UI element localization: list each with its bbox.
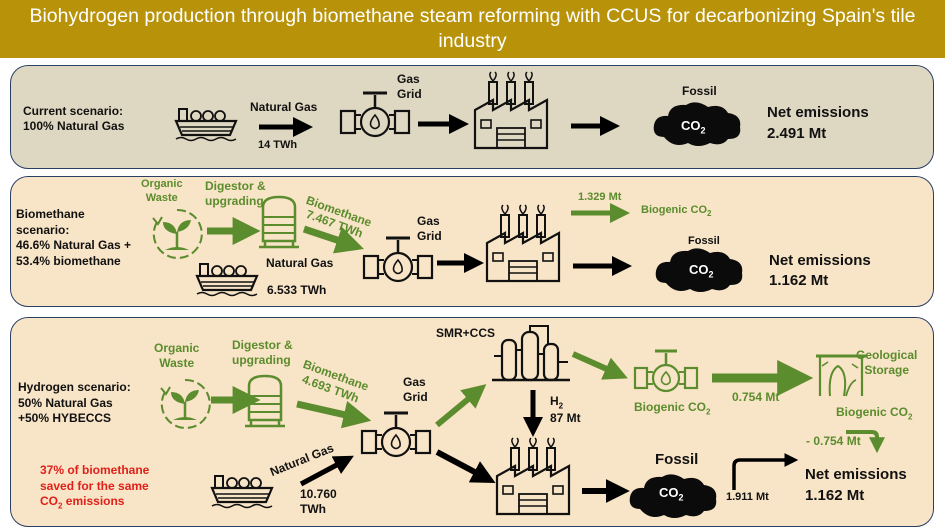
organic-waste-label-line: Waste [145, 191, 178, 204]
gas-valve-icon [360, 411, 432, 458]
scenario-label: Hydrogen scenario: 50% Natural Gas +50% … [18, 380, 131, 427]
ship-icon [210, 474, 274, 509]
fossil-label: Fossil [682, 84, 717, 98]
h2-mt-label: 87 Mt [550, 411, 581, 425]
ng-twh-label: 6.533 TWh [267, 283, 327, 297]
scenario-label-line: scenario: [16, 222, 70, 237]
storage-mt-label: 0.754 Mt [732, 390, 780, 404]
note-line: CO2 emissions [40, 494, 125, 511]
panel-current-scenario [10, 65, 934, 169]
gas-valve-icon [633, 349, 699, 393]
biogenic-co2-label: Biogenic CO2 [641, 204, 712, 219]
net-emissions-label: Net emissions [767, 104, 869, 121]
h2-label: H2 [550, 394, 564, 411]
arrow-natural-gas [299, 455, 354, 487]
factory-icon [485, 203, 561, 283]
ng-twh-line: TWh [300, 502, 326, 516]
biogenic-mt-label: 1.329 Mt [578, 191, 622, 203]
factory-icon [473, 70, 549, 150]
biomethane-savings-note: 37% of biomethane saved for the same CO2… [40, 463, 149, 512]
geological-storage-label-line: Storage [864, 363, 910, 377]
gas-grid-label-line: Gas [403, 375, 426, 389]
co2-label: CO2 [659, 485, 684, 503]
net-emissions-value: 1.162 Mt [805, 487, 865, 504]
twh-label: 14 TWh [258, 139, 298, 151]
co2-label: CO2 [681, 118, 706, 136]
digestor-label-line: Digestor & [232, 338, 293, 352]
negative-emissions-label: - 0.754 Mt [806, 434, 861, 448]
gas-grid-label: Gas Grid [403, 375, 428, 405]
arrow-fossil-to-net [732, 453, 799, 490]
scenario-label-line: Biomethane [16, 207, 85, 221]
scenario-label-line: Hydrogen scenario: [18, 380, 131, 394]
net-emissions-label: Net emissions [805, 466, 907, 483]
ship-icon [174, 107, 238, 142]
arrow-biomethane [296, 400, 372, 429]
fossil-label: Fossil [655, 451, 699, 468]
co2-label: CO2 [689, 262, 714, 280]
arrow-negative-emissions [846, 430, 885, 454]
digestor-icon [243, 374, 287, 428]
natural-gas-label: Natural Gas [266, 256, 334, 270]
gas-grid-label: Gas Grid [417, 214, 442, 244]
digestor-label-line: Digestor & [205, 179, 266, 193]
arrow-biomethane [302, 225, 364, 254]
title-banner: Biohydrogen production through biomethan… [0, 0, 945, 58]
digestor-label: Digestor & upgrading [205, 179, 266, 209]
organic-waste-label-line: Organic [141, 178, 183, 190]
smr-ccs-icon [490, 324, 572, 382]
note-line: saved for the same [40, 478, 149, 493]
scenario-label: Current scenario: 100% Natural Gas [23, 104, 124, 134]
natural-gas-label: Natural Gas [250, 100, 318, 114]
gas-valve-icon [362, 236, 434, 283]
gas-grid-label-line: Gas [417, 214, 440, 228]
fossil-mt-label: 1.911 Mt [726, 491, 769, 503]
gas-grid-label-line: Gas [397, 72, 420, 86]
fossil-label: Fossil [688, 235, 720, 247]
organic-waste-icon [151, 208, 204, 260]
ng-twh-label: 10.760 TWh [300, 487, 337, 517]
scenario-label-line: +50% HYBECCS [18, 411, 112, 426]
organic-waste-label: Organic Waste [154, 341, 199, 371]
biogenic-co2-label: Biogenic CO2 [634, 400, 711, 417]
scenario-label-line: Current scenario: [23, 104, 124, 118]
gas-grid-label-line: Grid [417, 229, 442, 243]
scenario-label-line: 50% Natural Gas [18, 395, 113, 410]
scenario-label-line: 53.4% biomethane [16, 253, 121, 268]
net-emissions-value: 1.162 Mt [769, 272, 829, 289]
net-emissions-value: 2.491 Mt [767, 125, 827, 142]
gas-grid-label-line: Grid [397, 87, 422, 101]
note-line: 37% of biomethane [40, 463, 150, 477]
digestor-label-line: upgrading [232, 353, 291, 367]
geological-storage-label: Geological Storage [856, 348, 917, 378]
digestor-label: Digestor & upgrading [232, 338, 293, 368]
gas-grid-label: Gas Grid [397, 72, 422, 102]
organic-waste-label-line: Waste [159, 356, 195, 370]
scenario-label-line: 100% Natural Gas [23, 119, 125, 133]
factory-icon [495, 436, 571, 516]
panel-biomethane-scenario [10, 176, 934, 307]
biogenic-co2-label-2: Biogenic CO2 [836, 405, 913, 422]
gas-grid-label-line: Grid [403, 390, 428, 404]
ship-icon [195, 262, 259, 297]
page-title: Biohydrogen production through biomethan… [29, 5, 916, 52]
organic-waste-label-line: Organic [154, 341, 200, 355]
net-emissions-label: Net emissions [769, 252, 871, 269]
geological-storage-label-line: Geological [856, 348, 918, 362]
ng-twh-line: 10.760 [300, 487, 337, 501]
arrow-grid-to-factory [435, 449, 496, 484]
arrow-smr-to-biogenic [571, 351, 628, 380]
scenario-label: Biomethane scenario: 46.6% Natural Gas +… [16, 207, 131, 269]
organic-waste-icon [159, 378, 212, 430]
smr-ccs-label: SMR+CCS [436, 326, 496, 340]
organic-waste-label: Organic Waste [141, 178, 183, 206]
digestor-label-line: upgrading [205, 194, 264, 208]
panel-hydrogen-scenario [10, 317, 934, 527]
arrow-grid-to-smr [435, 384, 487, 428]
scenario-label-line: 46.6% Natural Gas + [16, 238, 132, 253]
